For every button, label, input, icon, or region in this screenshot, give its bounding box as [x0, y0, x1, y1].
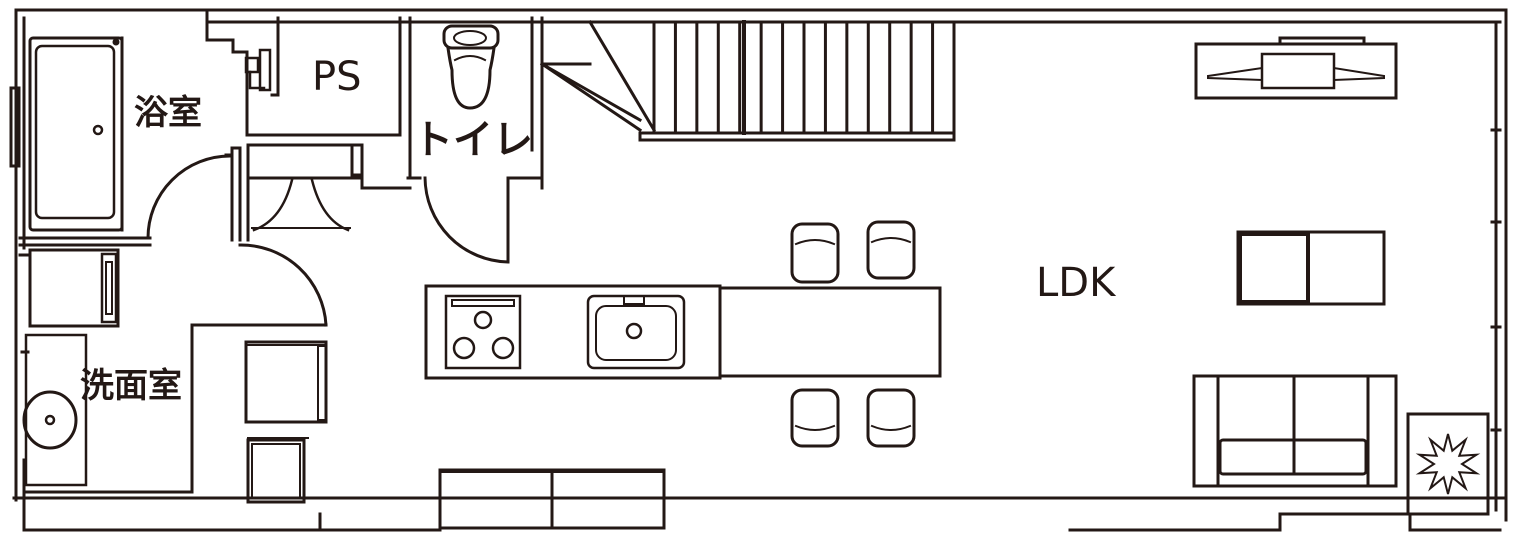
refrigerator-icon: [244, 340, 328, 424]
room-label-bathroom: 浴室: [134, 93, 202, 133]
kitchen-sink-icon: [586, 294, 686, 370]
toilet-door-swing: [423, 176, 510, 264]
room-label-ps: PS: [312, 54, 362, 100]
dining-chair: [866, 388, 916, 448]
bathtub: [28, 36, 124, 232]
room-label-ldk: LDK: [1036, 260, 1116, 306]
dining-chair: [790, 388, 840, 448]
dining-chair: [790, 222, 840, 284]
tv-board: [438, 468, 666, 530]
closet-bifold-door: [251, 178, 351, 232]
air-conditioner-icon: [1194, 36, 1398, 100]
sofa: [1192, 374, 1398, 488]
toilet-icon: [442, 24, 500, 110]
living-table: [1236, 230, 1386, 306]
kitchen-counter: [424, 284, 942, 380]
cooktop-icon: [444, 294, 522, 370]
interior-walls: [18, 8, 544, 494]
plant-icon: [1406, 412, 1490, 516]
dining-chair: [866, 220, 916, 280]
shower-faucet-icon: [244, 48, 272, 92]
washroom-door-swing: [238, 243, 328, 327]
staircase: [539, 19, 956, 142]
room-label-washroom: 洗面室: [80, 366, 182, 406]
bathroom-door-swing: [146, 154, 232, 240]
cupboard-icon: [246, 437, 309, 504]
room-label-toilet: トイレ: [413, 117, 533, 163]
washing-machine-icon: [18, 248, 120, 328]
washbasin-vanity: [20, 333, 88, 487]
